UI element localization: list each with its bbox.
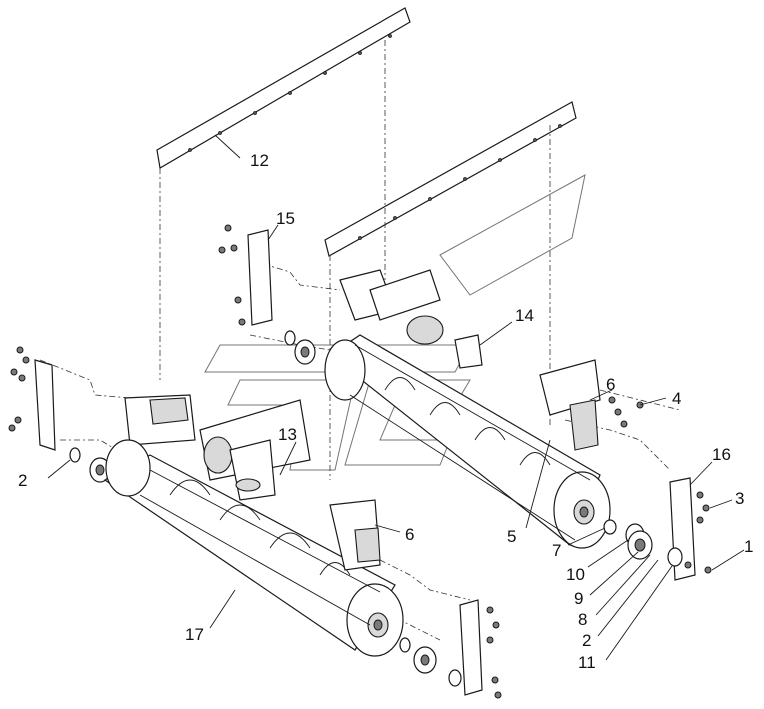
lower-roller [103, 439, 404, 657]
callout-5: 5 [507, 527, 516, 546]
callout-13: 13 [278, 425, 297, 444]
callout-11: 11 [578, 653, 596, 672]
lower-right-bracket [329, 499, 502, 699]
mounting-strip-lower [324, 101, 577, 257]
callout-6-upper: 6 [606, 375, 615, 394]
left-bearing-set [69, 447, 111, 483]
right-bracket-assembly [539, 359, 644, 451]
callout-17: 17 [185, 625, 204, 644]
callout-2-left: 2 [18, 471, 27, 490]
callout-9: 9 [574, 589, 583, 608]
callout-7: 7 [552, 541, 561, 560]
left-end-plate [8, 346, 56, 451]
left-bracket-assembly [124, 394, 311, 501]
callout-1: 1 [744, 537, 753, 556]
upper-left-plate [218, 224, 273, 326]
callout-12: 12 [250, 151, 269, 170]
upper-roller [324, 334, 611, 549]
callout-3: 3 [735, 489, 744, 508]
callout-2-right: 2 [582, 631, 591, 650]
right-bearing-set [603, 519, 683, 567]
callout-8: 8 [578, 610, 587, 629]
callout-16: 16 [712, 445, 731, 464]
callout-6-lower: 6 [405, 525, 414, 544]
callout-15: 15 [276, 209, 295, 228]
upper-bracket-assembly [284, 269, 483, 369]
callout-4: 4 [672, 389, 681, 408]
callout-10: 10 [566, 565, 585, 584]
callout-labels: 12 15 14 6 4 13 16 3 2 6 5 7 1 10 9 8 2 … [18, 151, 753, 672]
callout-14: 14 [515, 306, 534, 325]
leader-lines [47, 134, 745, 661]
mounting-strip-upper [156, 7, 411, 169]
